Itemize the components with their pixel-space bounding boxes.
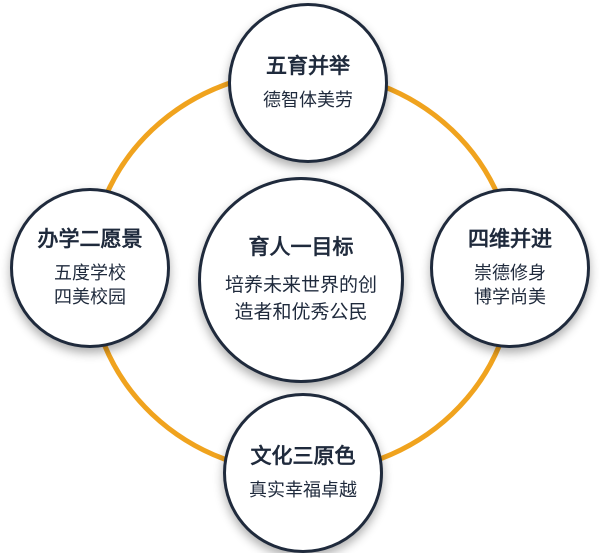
- node-core-goal: 育人一目标 培养未来世界的创 造者和优秀公民: [198, 177, 404, 383]
- node-two-visions: 办学二愿景 五度学校 四美校园: [10, 188, 170, 348]
- node-three-culture-colors: 文化三原色 真实幸福卓越: [223, 393, 383, 553]
- node-title: 办学二愿景: [37, 227, 143, 251]
- node-line: 博学尚美: [474, 287, 546, 308]
- node-title: 四维并进: [468, 227, 552, 251]
- node-line: 造者和优秀公民: [234, 301, 368, 323]
- node-title: 文化三原色: [250, 444, 356, 468]
- node-title: 育人一目标: [248, 235, 354, 259]
- node-title: 五育并举: [266, 54, 350, 78]
- node-five-education: 五育并举 德智体美劳: [228, 3, 388, 163]
- node-line: 培养未来世界的创: [224, 274, 377, 296]
- node-line: 四美校园: [54, 287, 126, 308]
- node-line: 真实幸福卓越: [249, 480, 357, 501]
- node-line: 五度学校: [54, 263, 126, 284]
- node-four-dimensions: 四维并进 崇德修身 博学尚美: [430, 188, 590, 348]
- node-line: 崇德修身: [474, 263, 546, 284]
- node-line: 德智体美劳: [263, 90, 353, 111]
